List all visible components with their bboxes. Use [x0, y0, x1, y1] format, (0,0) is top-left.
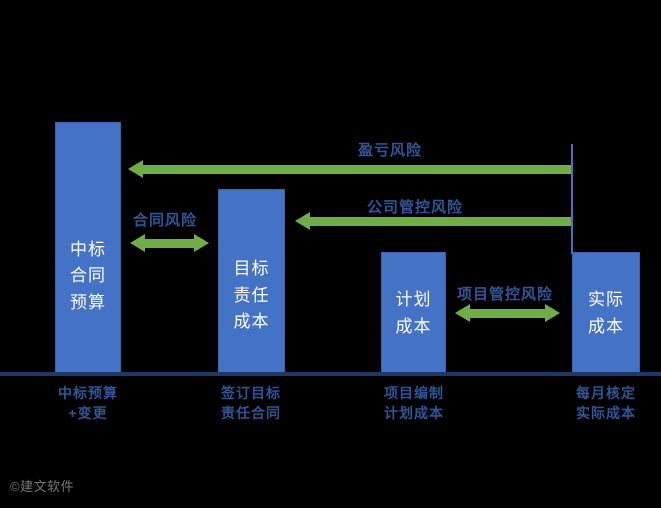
bar-label-line: 实际 [588, 290, 624, 310]
axis-label-bid-contract-budget: 中标预算 +变更 [27, 383, 149, 424]
actual-cost-reference-line [571, 144, 573, 254]
arrowhead-right-icon [545, 304, 560, 322]
bar-label-line: 计划 [395, 290, 432, 310]
axis-label-line: 计划成本 [384, 405, 444, 422]
bar-label-line: 责任 [233, 285, 270, 305]
bar-label-line: 成本 [588, 316, 624, 336]
arrow-shaft [469, 309, 546, 318]
axis-label-line: +变更 [68, 405, 108, 422]
axis-label-line: 每月核定 [576, 385, 636, 401]
watermark: ©建文软件 [10, 479, 75, 494]
arrow-shaft [144, 239, 195, 248]
arrow-shaft [309, 217, 571, 226]
axis-label-monthly-actual-cost: 每月核定 实际成本 [545, 383, 661, 424]
arrow-contract-risk [130, 234, 209, 252]
bar-label-line: 成本 [395, 316, 432, 336]
arrowhead-right-icon [194, 234, 209, 252]
arrow-label-project-control-risk: 项目管控风险 [457, 286, 554, 303]
arrowhead-left-icon [130, 234, 145, 252]
arrow-project-control-risk [455, 304, 560, 322]
arrow-shaft [142, 165, 571, 174]
axis-label-project-planned-cost: 项目编制 计划成本 [353, 383, 475, 424]
bar-label-line: 目标 [233, 259, 270, 279]
arrowhead-left-icon [455, 304, 470, 322]
arrow-label-profit-loss-risk: 盈亏风险 [358, 142, 423, 159]
axis-label-line: 中标预算 [58, 385, 118, 401]
bar-planned-cost: 计划 成本 [381, 252, 446, 373]
arrow-profit-loss-risk [128, 160, 571, 178]
bar-label-line: 成本 [233, 312, 270, 332]
arrow-label-company-control-risk: 公司管控风险 [367, 199, 464, 216]
arrow-label-contract-risk: 合同风险 [133, 212, 198, 229]
axis-label-target-responsibility-contract: 签订目标 责任合同 [190, 383, 312, 424]
bar-bid-contract-budget: 中标 合同 预算 [55, 122, 121, 373]
bar-target-responsibility-cost: 目标 责任 成本 [218, 189, 285, 373]
bar-label-line: 中标 [70, 239, 106, 259]
axis-label-line: 责任合同 [221, 405, 281, 422]
axis-label-line: 实际成本 [576, 405, 636, 422]
bar-label-line: 预算 [70, 292, 106, 312]
bar-actual-cost: 实际 成本 [572, 252, 640, 373]
axis-label-line: 签订目标 [221, 385, 281, 401]
arrowhead-left-icon [128, 160, 143, 178]
axis-baseline [0, 372, 661, 376]
arrow-company-control-risk [295, 212, 571, 230]
arrowhead-left-icon [295, 212, 310, 230]
bar-label-line: 合同 [70, 266, 106, 286]
axis-label-line: 项目编制 [384, 385, 444, 401]
